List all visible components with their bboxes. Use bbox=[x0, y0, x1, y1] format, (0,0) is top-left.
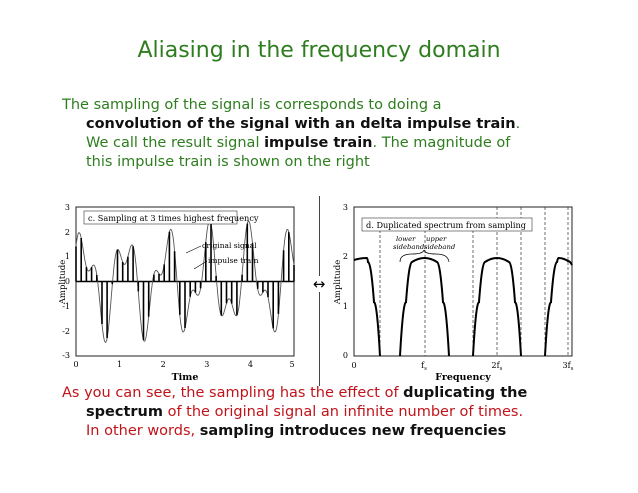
sampling-xtick: 0 bbox=[73, 360, 78, 369]
sampling-plot-label: c. Sampling at 3 times highest frequency bbox=[88, 213, 259, 223]
spectrum-x-ticks: 0 fs 2fs 3fs bbox=[351, 361, 573, 372]
sampling-x-ticks: 0 1 2 3 4 5 bbox=[73, 360, 294, 369]
conclusion-text-e: In other words, bbox=[86, 423, 200, 439]
spectrum-ytick: 2 bbox=[343, 252, 348, 261]
intro-text-g: this impulse train is shown on the right bbox=[86, 154, 370, 170]
conclusion-line-1: As you can see, the sampling has the eff… bbox=[62, 384, 622, 403]
sampling-ytick: 1 bbox=[65, 252, 70, 261]
intro-line-1: The sampling of the signal is correspond… bbox=[62, 96, 622, 115]
sampling-ytick: -1 bbox=[62, 302, 70, 311]
intro-text-c: . bbox=[515, 116, 521, 132]
spectrum-label-box bbox=[361, 217, 533, 232]
spectrum-xtick-3fs: 3fs bbox=[563, 361, 574, 372]
sampling-y-label: Amplitude bbox=[58, 260, 68, 305]
conclusion-bold-new-frequencies: sampling introduces new frequencies bbox=[199, 423, 507, 439]
upper-sideband-label: upper bbox=[426, 235, 447, 243]
legend-impulse-pointer bbox=[193, 260, 208, 270]
sampling-ytick: -3 bbox=[62, 351, 70, 360]
sampling-xtick: 5 bbox=[289, 360, 294, 369]
spectrum-y-label: Amplitude bbox=[333, 260, 343, 305]
conclusion-line-2: spectrum of the original signal an infin… bbox=[62, 403, 622, 422]
intro-line-4: this impulse train is shown on the right bbox=[62, 153, 622, 172]
spectrum-dashed-lines bbox=[379, 207, 569, 356]
intro-bold-impulse-train: impulse train bbox=[264, 135, 373, 151]
lower-sideband-label: lower bbox=[396, 235, 416, 243]
spectrum-ytick: 3 bbox=[343, 203, 348, 212]
sampling-y-ticks: 3 2 1 0 -1 -2 -3 bbox=[62, 203, 70, 360]
spectrum-plot: 3 2 1 0 d. Duplicated spectrum from samp… bbox=[333, 203, 574, 383]
conclusion-bold-spectrum: spectrum bbox=[86, 404, 163, 420]
conclusion-paragraph: As you can see, the sampling has the eff… bbox=[62, 384, 622, 441]
lower-sideband-label: sideband bbox=[393, 243, 425, 251]
spectrum-ytick: 1 bbox=[343, 302, 348, 311]
sampling-label-box bbox=[83, 210, 238, 225]
duplicated-spectrum-curve bbox=[353, 256, 573, 357]
spectrum-ytick: 0 bbox=[343, 351, 348, 360]
intro-text-d: We call the result signal bbox=[86, 135, 265, 151]
legend-original-signal: original signal bbox=[202, 241, 257, 250]
sampling-ytick: 2 bbox=[65, 228, 70, 237]
spectrum-x-label: Frequency bbox=[435, 372, 491, 383]
legend-impulse-train: impulse train bbox=[208, 256, 259, 265]
intro-text-a: The sampling of the signal is correspond… bbox=[62, 97, 442, 113]
conclusion-bold-duplicating: duplicating the bbox=[403, 385, 528, 401]
upper-sideband-label: sideband bbox=[424, 243, 456, 251]
double-arrow-icon: ↔ bbox=[307, 276, 331, 292]
sampling-ytick: 0 bbox=[65, 277, 70, 286]
sideband-brace bbox=[399, 249, 450, 263]
legend-original-pointer bbox=[185, 245, 202, 254]
conclusion-line-3: In other words, sampling introduces new … bbox=[62, 422, 622, 441]
spectrum-xtick: 0 bbox=[351, 361, 356, 370]
sampling-x-label: Time bbox=[172, 372, 199, 383]
spectrum-xtick-fs: fs bbox=[421, 361, 427, 372]
intro-bold-convolution: convolution of the signal with an delta … bbox=[86, 116, 516, 132]
intro-line-2: convolution of the signal with an delta … bbox=[62, 115, 622, 134]
intro-paragraph: The sampling of the signal is correspond… bbox=[62, 96, 622, 172]
impulse-train bbox=[75, 223, 295, 340]
sampling-xtick: 1 bbox=[117, 360, 122, 369]
conclusion-text-d: of the original signal an infinite numbe… bbox=[162, 404, 524, 420]
spectrum-plot-label: d. Duplicated spectrum from sampling bbox=[366, 220, 526, 230]
intro-text-f: . The magnitude of bbox=[372, 135, 511, 151]
spectrum-plot-frame bbox=[353, 206, 573, 357]
conclusion-text-a: As you can see, the sampling has the eff… bbox=[62, 385, 404, 401]
intro-line-3: We call the result signal impulse train.… bbox=[62, 134, 622, 153]
sampling-xtick: 3 bbox=[204, 360, 209, 369]
sampling-ytick: -2 bbox=[62, 327, 70, 336]
sampling-xtick: 4 bbox=[248, 360, 253, 369]
slide-title: Aliasing in the frequency domain bbox=[137, 38, 501, 63]
spectrum-y-ticks: 3 2 1 0 bbox=[343, 203, 348, 360]
spectrum-xtick-2fs: 2fs bbox=[492, 361, 503, 372]
sampling-xtick: 2 bbox=[161, 360, 166, 369]
sampling-ytick: 3 bbox=[65, 203, 70, 212]
sampling-plot: 3 2 1 0 -1 -2 -3 0 1 2 3 4 5 c. Sampling… bbox=[58, 203, 295, 383]
